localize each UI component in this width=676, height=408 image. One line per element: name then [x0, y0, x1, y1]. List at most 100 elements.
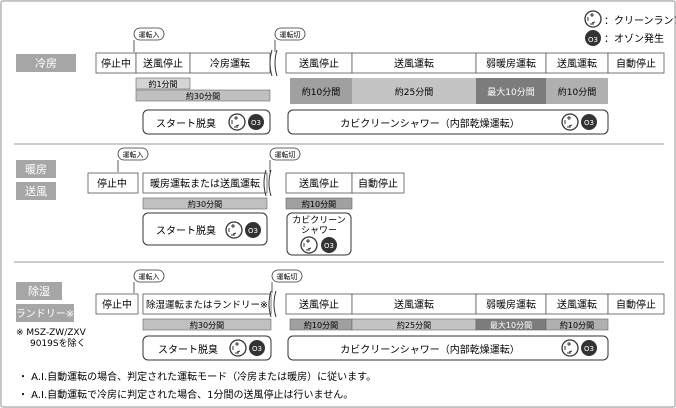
- footnote: ・ A.I.自動運転で冷房に判定された場合、1分間の送風停止は行いません。: [18, 388, 353, 401]
- clean-lamp-icon: [300, 236, 318, 254]
- ozone-icon-label: O3: [584, 119, 594, 127]
- footnote: ・ A.I.自動運転の場合、判定された運転モード（冷房または暖房）に従います。: [18, 370, 376, 383]
- step-auto-stop: 自動停止: [616, 57, 656, 70]
- run-on-text: 運転入: [139, 30, 160, 39]
- step-fan-stop-after: 送風停止: [299, 57, 339, 70]
- mode-text-laundry: ランドリー※: [16, 308, 74, 320]
- mode-label-dehumid: [16, 282, 62, 300]
- duration-label: 約1分間: [148, 79, 177, 89]
- ozone-icon-label: O3: [324, 242, 334, 250]
- step-fan-stop-after: 送風停止: [299, 298, 339, 311]
- time-break-mark: [269, 49, 278, 77]
- duration-bar: [352, 78, 476, 104]
- clean-lamp-icon: [561, 113, 579, 131]
- duration-label: 約25分間: [397, 320, 431, 330]
- shower-label-line1: カビクリーン: [292, 215, 346, 226]
- run-on-tag: [117, 147, 149, 161]
- shower-label: カビクリーンシャワー（内部乾燥運転）: [340, 117, 520, 130]
- run-off-text: 運転切: [275, 150, 296, 159]
- mode-label-laundry: [16, 304, 74, 322]
- duration-label: 最大10分間: [490, 320, 532, 330]
- step-fan-stop-after: 送風停止: [299, 177, 339, 190]
- ozone-icon-label: O3: [588, 36, 598, 44]
- mode-label-fan: [16, 182, 56, 200]
- stop-state: 停止中: [97, 177, 127, 190]
- step-auto-stop: 自動停止: [616, 298, 656, 311]
- start-deodorize-label: スタート脱臭: [156, 224, 216, 237]
- step-fan-run: 送風運転: [394, 57, 434, 70]
- run-off-text: 運転切: [280, 30, 301, 39]
- run-off-tag: [269, 147, 301, 161]
- duration-label: 約10分間: [304, 320, 338, 330]
- model-note-line2: 9019Sを除く: [30, 337, 86, 349]
- duration-bar: [476, 78, 546, 104]
- run-on-tag: [133, 269, 165, 283]
- duration-bar: [285, 197, 353, 210]
- stop-state: 停止中: [101, 57, 131, 70]
- step-weak-heat: 弱暖房運転: [486, 298, 536, 311]
- duration-label: 約10分間: [302, 199, 336, 209]
- start-deodorize-label: スタート脱臭: [156, 117, 216, 130]
- step-weak-heat: 弱暖房運転: [486, 57, 536, 70]
- duration-bar: [290, 78, 352, 104]
- step-fan-stop: 送風停止: [143, 57, 183, 70]
- clean-lamp-icon: [561, 339, 579, 357]
- clean-lamp-icon: [229, 339, 247, 357]
- duration-bar: [135, 77, 191, 90]
- mode-label-heating: [16, 160, 56, 178]
- step-cooling-run: 冷房運転: [210, 57, 250, 70]
- legend-ozone: ：オゾン発生: [604, 32, 664, 45]
- time-break-mark: [268, 290, 277, 318]
- duration-bar: [142, 197, 268, 210]
- duration-label: 約30分間: [186, 91, 220, 101]
- duration-bar: [135, 89, 271, 102]
- ozone-icon-label: O3: [584, 345, 594, 353]
- ozone-icon-label: O3: [248, 227, 258, 235]
- duration-bar: [142, 318, 272, 331]
- duration-bar: [546, 78, 608, 104]
- duration-label: 最大10分間: [487, 86, 534, 98]
- shower-box: [287, 109, 609, 135]
- run-on-tag: [133, 27, 165, 41]
- clean-lamp-icon: [584, 10, 602, 28]
- footnotes: ・ A.I.自動運転の場合、判定された運転モード（冷房または暖房）に従います。 …: [18, 370, 376, 401]
- duration-label: 約10分間: [558, 86, 596, 98]
- start-deodorize-label: スタート脱臭: [158, 343, 218, 356]
- duration-bar: [545, 318, 609, 331]
- shower-box: [287, 335, 609, 361]
- mode-text-cooling: 冷房: [35, 57, 57, 70]
- run-off-tag: [274, 27, 306, 41]
- run-off-text: 運転切: [277, 272, 298, 281]
- ozone-icon-label: O3: [251, 119, 261, 127]
- step-auto-stop: 自動停止: [358, 177, 398, 190]
- step-fan-run: 送風運転: [394, 298, 434, 311]
- step-dehumid-run: 除湿運転またはランドリー※: [146, 299, 268, 311]
- dehumid-section: 除湿 ランドリー※ ※ MSZ-ZW/ZXV 9019Sを除く 運転入 運転切 …: [16, 269, 665, 361]
- clean-lamp-icon: [228, 113, 246, 131]
- mode-text-heating: 暖房: [25, 163, 47, 176]
- shower-label: カビクリーンシャワー（内部乾燥運転）: [340, 343, 520, 356]
- mode-text-dehumid: 除湿: [28, 284, 50, 298]
- shower-label-line2: シャワー: [301, 226, 337, 236]
- cooling-section: 冷房 運転入 運転切 停止中 送風停止 冷房運転 送風停止 送風運転 弱暖房運転…: [16, 27, 665, 135]
- mode-label-cooling: [16, 54, 76, 72]
- legend: ：クリーンランプ点灯 O3 ：オゾン発生: [584, 10, 676, 46]
- step-fan-run-2: 送風運転: [557, 57, 597, 70]
- duration-label: 約10分間: [560, 320, 594, 330]
- legend-clean-lamp: ：クリーンランプ点灯: [604, 15, 676, 27]
- duration-label: 約10分間: [302, 86, 340, 98]
- model-note-line1: ※ MSZ-ZW/ZXV: [16, 328, 87, 338]
- stop-state: 停止中: [102, 298, 132, 311]
- clean-lamp-icon: [225, 221, 243, 239]
- run-on-text: 運転入: [123, 150, 144, 159]
- heating-section: 暖房 送風 運転入 運転切 停止中 暖房運転または送風運転 送風停止 自動停止 …: [16, 147, 405, 256]
- step-heating-run: 暖房運転または送風運転: [150, 177, 260, 190]
- mode-text-fan: 送風: [25, 184, 47, 198]
- time-break-mark: [263, 169, 272, 197]
- run-off-tag: [271, 269, 303, 283]
- duration-label: 約25分間: [395, 86, 433, 98]
- duration-label: 約30分間: [190, 320, 224, 330]
- step-fan-run-2: 送風運転: [557, 298, 597, 311]
